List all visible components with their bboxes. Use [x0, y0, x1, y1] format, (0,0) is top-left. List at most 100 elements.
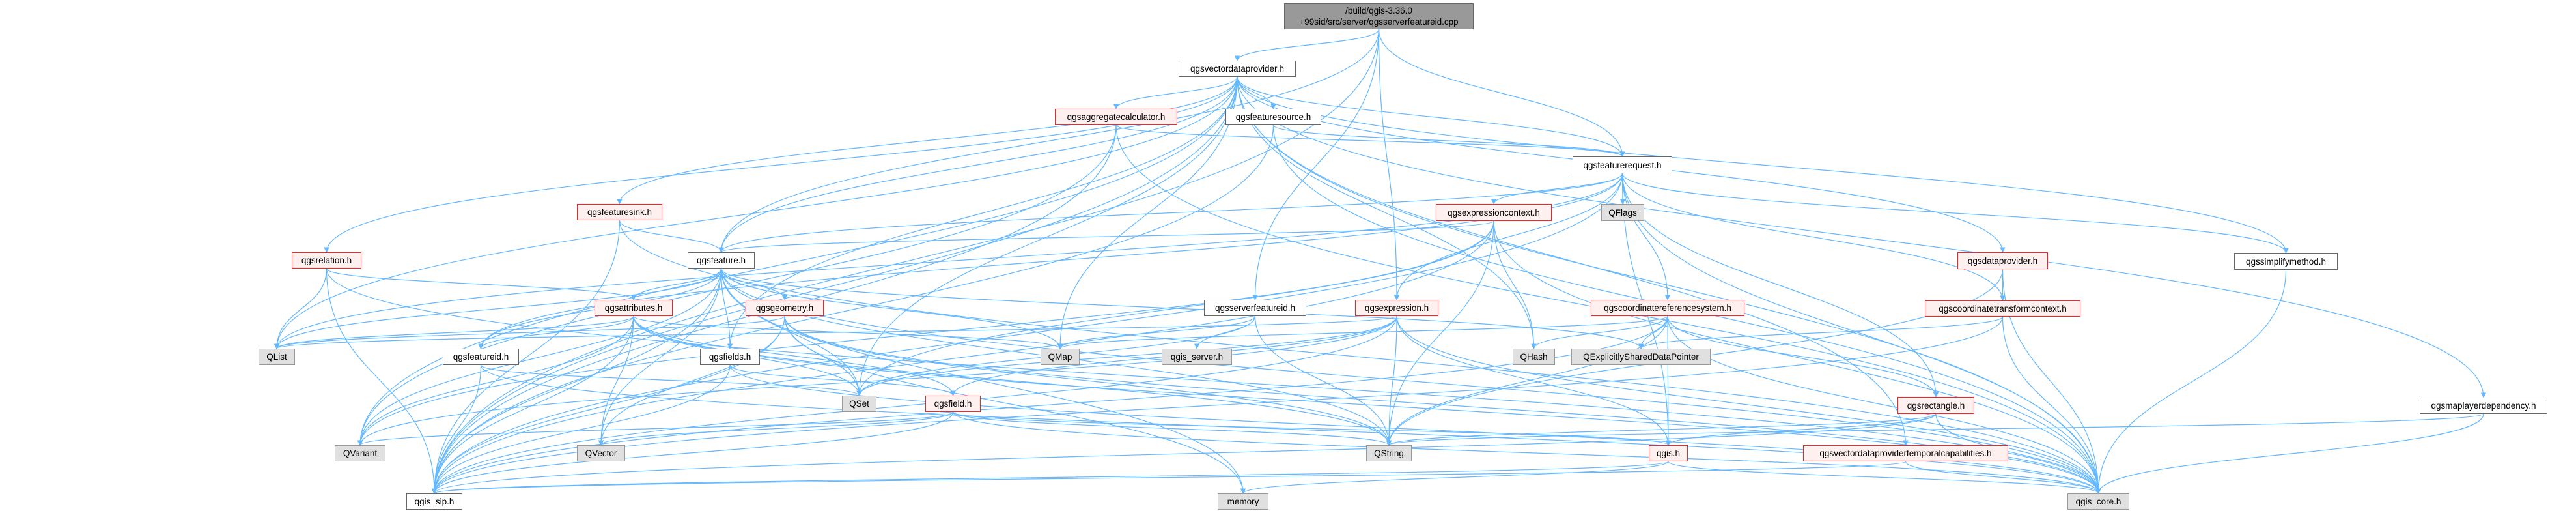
node-label: qgsmaplayerdependency.h [2431, 401, 2536, 411]
node-label: QVariant [343, 448, 378, 458]
node-label: QVector [585, 448, 617, 458]
edge-feature-to-fields [720, 268, 733, 349]
node-exprctx[interactable]: qgsexpressioncontext.h [1436, 204, 1552, 221]
edge-attributes-to-qvector [598, 315, 634, 446]
edge-relation-to-qgis_sip [326, 268, 438, 494]
node-label: /build/qgis-3.36.0 +99sid/src/server/qgs… [1299, 6, 1459, 27]
node-memory[interactable]: memory [1218, 493, 1268, 510]
node-qvector[interactable]: QVector [577, 445, 625, 461]
edge-geometry-to-qstring [784, 315, 1392, 446]
edge-freq-to-feature [718, 173, 1623, 253]
edge-vdp-to-qgis_sip [431, 76, 1238, 494]
node-root[interactable]: /build/qgis-3.36.0 +99sid/src/server/qgs… [1284, 3, 1474, 29]
node-qmap[interactable]: QMap [1041, 349, 1080, 365]
edge-exprctx-to-feature [718, 220, 1494, 253]
node-qflags[interactable]: QFlags [1601, 204, 1644, 221]
edge-simplify-to-qgis_core [2095, 269, 2287, 494]
node-featureid[interactable]: qgsfeatureid.h [443, 349, 519, 365]
edge-rect-to-qgis [1665, 413, 1937, 446]
edge-freq-to-ctc [1621, 173, 2006, 301]
edge-field-to-qgis_core [952, 411, 2101, 494]
edge-root-to-freq [1378, 29, 1625, 157]
edge-vdp-to-qhash [1237, 76, 1537, 349]
node-qset[interactable]: QSet [842, 396, 876, 412]
node-label: qgsexpressioncontext.h [1448, 207, 1540, 218]
edge-ctc-to-qgis_sip [431, 316, 2004, 494]
edge-root-to-vdp [1234, 29, 1380, 61]
node-label: qgsrelation.h [301, 256, 352, 265]
edge-serverfid-to-qstring [1254, 315, 1392, 446]
node-qvariant[interactable]: QVariant [335, 445, 385, 461]
edge-exprctx-to-qhash [1493, 220, 1537, 349]
node-crs[interactable]: qgscoordinatereferencesystem.h [1591, 300, 1744, 316]
node-label: QFlags [1608, 207, 1637, 218]
edge-geometry-to-qgis_sip [431, 315, 785, 494]
node-temporal[interactable]: qgsvectordataprovidertemporalcapabilitie… [1803, 445, 2008, 461]
node-fsource[interactable]: qgsfeaturesource.h [1225, 109, 1321, 125]
node-feature[interactable]: qgsfeature.h [688, 252, 755, 269]
node-qgis[interactable]: qgis.h [1649, 445, 1688, 461]
node-qgis_server[interactable]: qgis_server.h [1162, 349, 1232, 365]
node-qgis_sip[interactable]: qgis_sip.h [406, 493, 462, 510]
node-qhash[interactable]: QHash [1513, 349, 1555, 365]
edge-rect-to-qgis_core [1935, 413, 2101, 494]
node-qgis_core[interactable]: qgis_core.h [2067, 493, 2129, 510]
edge-vdp-to-aggcalc [1113, 76, 1238, 110]
node-qlist[interactable]: QList [259, 349, 295, 365]
node-vdp[interactable]: qgsvectordataprovider.h [1179, 61, 1296, 77]
edge-qgis-to-qgis_core [1668, 461, 2101, 494]
node-serverfid[interactable]: qgsserverfeatureid.h [1204, 300, 1306, 316]
node-qstring[interactable]: QString [1366, 445, 1412, 461]
edge-ctc-to-qgis_core [2002, 316, 2101, 494]
node-fsink[interactable]: qgsfeaturesink.h [577, 204, 662, 220]
node-aggcalc[interactable]: qgsaggregatecalculator.h [1055, 109, 1177, 125]
node-fields[interactable]: qgsfields.h [700, 349, 760, 365]
edge-vdp-to-feature [718, 76, 1238, 253]
node-relation[interactable]: qgsrelation.h [292, 252, 361, 269]
edge-vdp-to-mapdep [1237, 76, 2487, 398]
edge-field-to-qgis_sip [431, 411, 954, 494]
node-attributes[interactable]: qgsattributes.h [595, 300, 673, 316]
edge-expression-to-qlist [274, 315, 1397, 349]
edge-mapdep-to-qstring [1386, 413, 2484, 446]
edge-fields-to-qgis_core [729, 364, 2101, 494]
edge-crs-to-qgis_sip [431, 315, 1668, 494]
node-qesdp[interactable]: QExplicitlySharedDataPointer [1571, 349, 1711, 365]
node-simplify[interactable]: qgssimplifymethod.h [2234, 253, 2338, 270]
edge-featureid-to-qgis_core [480, 364, 2101, 494]
node-label: QExplicitlySharedDataPointer [1583, 352, 1699, 362]
edge-attributes-to-qvariant [357, 315, 634, 446]
edge-featureid-to-qgis_sip [431, 364, 482, 494]
node-label: qgis_sip.h [414, 497, 455, 506]
edge-vdp-to-fsink [617, 76, 1238, 205]
node-rect[interactable]: qgsrectangle.h [1897, 397, 1974, 414]
edge-feature-to-qvector [598, 268, 722, 446]
edge-field-to-qstring [952, 411, 1392, 446]
node-dataprov[interactable]: qgsdataprovider.h [1957, 252, 2048, 269]
node-geometry[interactable]: qgsgeometry.h [746, 300, 824, 316]
node-mapdep[interactable]: qgsmaplayerdependency.h [2420, 398, 2547, 414]
node-freq[interactable]: qgsfeaturerequest.h [1573, 156, 1672, 173]
edge-featureid-to-qset [480, 364, 862, 396]
edge-expression-to-qgis [1396, 315, 1672, 446]
node-label: qgsexpression.h [1364, 303, 1429, 313]
edge-fsink-to-qgis_sip [431, 220, 621, 494]
edge-relation-to-attributes [326, 268, 637, 300]
edge-vdp-to-qlist [273, 76, 1238, 349]
node-label: QString [1374, 448, 1404, 458]
edge-exprctx-to-qvariant [357, 220, 1494, 446]
edge-rect-to-qgis_sip [432, 413, 1937, 494]
node-label: qgis_core.h [2075, 497, 2121, 506]
edge-expression-to-qset [856, 315, 1397, 396]
edge-freq-to-qgis_sip [431, 173, 1623, 494]
edge-root-to-feature [718, 29, 1380, 253]
edge-expression-to-qvariant [357, 315, 1397, 446]
node-label: QSet [849, 399, 869, 409]
edge-vdp-to-qmap [1057, 76, 1238, 349]
node-expression[interactable]: qgsexpression.h [1355, 300, 1438, 316]
node-label: qgsfeatureid.h [453, 352, 509, 362]
node-label: qgsaggregatecalculator.h [1067, 112, 1166, 122]
node-field[interactable]: qgsfield.h [925, 396, 981, 412]
node-ctc[interactable]: qgscoordinatetransformcontext.h [1925, 300, 2080, 317]
